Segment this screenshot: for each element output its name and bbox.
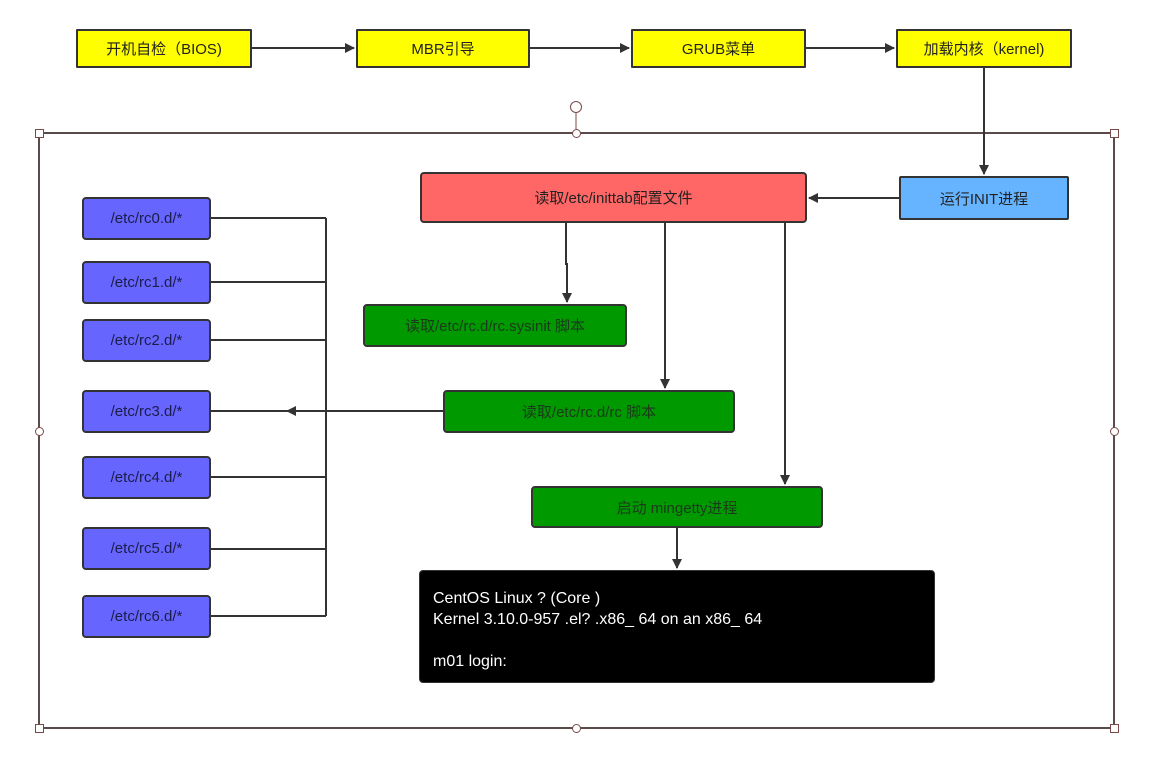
resize-handle-top-right[interactable] [1110,129,1119,138]
terminal-line-blank [433,630,921,651]
node-rc4[interactable]: /etc/rc4.d/* [82,456,211,499]
resize-handle-bottom[interactable] [572,724,581,733]
resize-handle-left[interactable] [35,427,44,436]
node-rc5[interactable]: /etc/rc5.d/* [82,527,211,570]
arrow-inittab-to-sysinit [562,223,572,303]
resize-handle-top-left[interactable] [35,129,44,138]
terminal-line-os: CentOS Linux ? (Core ) [433,590,601,607]
node-run-init[interactable]: 运行INIT进程 [899,176,1069,220]
terminal-line-login: m01 login: [433,653,507,670]
resize-handle-top[interactable] [572,129,581,138]
node-grub[interactable]: GRUB菜单 [631,29,806,68]
node-start-mingetty[interactable]: 启动 mingetty进程 [531,486,823,528]
node-rc6[interactable]: /etc/rc6.d/* [82,595,211,638]
resize-handle-right[interactable] [1110,427,1119,436]
terminal-line-kernel: Kernel 3.10.0-957 .el? .x86_ 64 on an x8… [433,611,763,628]
resize-handle-bottom-left[interactable] [35,724,44,733]
node-bios[interactable]: 开机自检（BIOS) [76,29,252,68]
resize-handle-bottom-right[interactable] [1110,724,1119,733]
node-login-terminal[interactable]: CentOS Linux ? (Core ) Kernel 3.10.0-957… [419,570,935,683]
node-kernel[interactable]: 加载内核（kernel) [896,29,1072,68]
node-mbr[interactable]: MBR引导 [356,29,530,68]
node-rc1[interactable]: /etc/rc1.d/* [82,261,211,304]
node-read-rc[interactable]: 读取/etc/rc.d/rc 脚本 [443,390,735,433]
rotate-handle[interactable] [570,101,582,113]
node-rc2[interactable]: /etc/rc2.d/* [82,319,211,362]
node-read-sysinit[interactable]: 读取/etc/rc.d/rc.sysinit 脚本 [363,304,627,347]
node-read-inittab[interactable]: 读取/etc/inittab配置文件 [420,172,807,223]
node-rc0[interactable]: /etc/rc0.d/* [82,197,211,240]
node-rc3[interactable]: /etc/rc3.d/* [82,390,211,433]
